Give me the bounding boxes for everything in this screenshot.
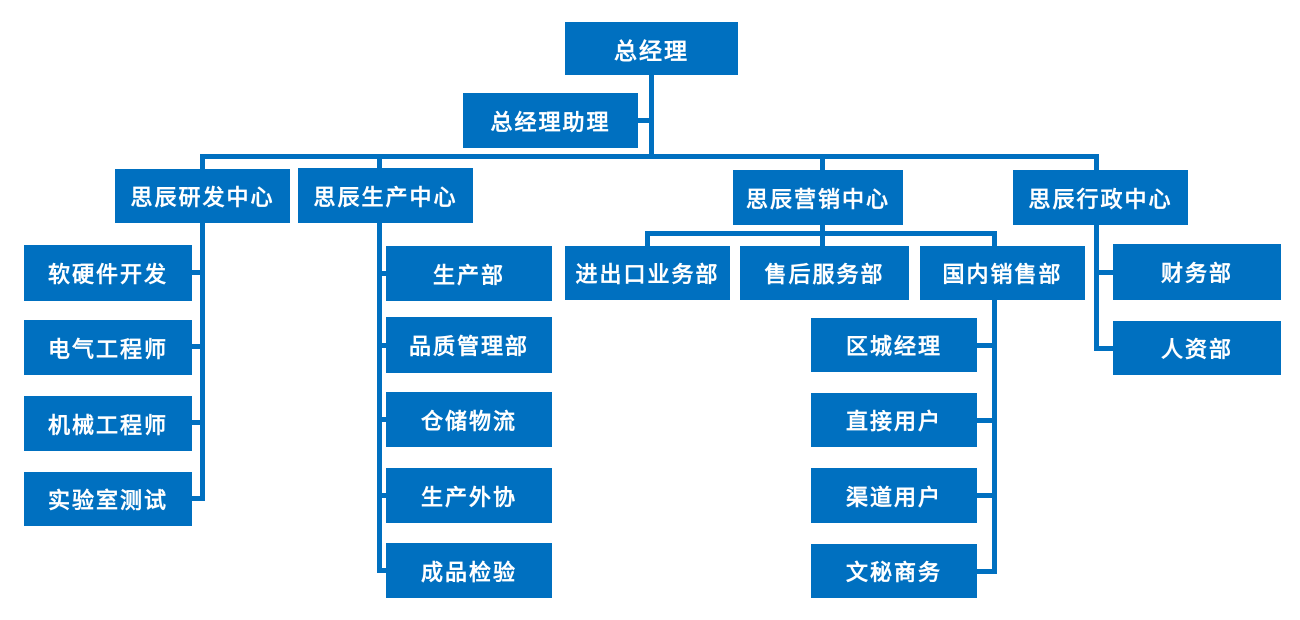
connector-prod-vertical (377, 223, 382, 573)
node-gm-assistant: 总经理助理 (463, 93, 638, 148)
connector-rd-stub-1 (192, 270, 205, 275)
node-finished-goods-inspection: 成品检验 (386, 543, 552, 598)
node-import-export-dept: 进出口业务部 (565, 246, 730, 300)
node-quality-mgmt-dept: 品质管理部 (386, 317, 552, 373)
connector-rd-stub-3 (192, 420, 205, 425)
connector-drop-mkt (820, 159, 825, 171)
node-finance-dept: 财务部 (1113, 244, 1281, 300)
connector-prod-stub-2 (377, 343, 391, 348)
node-mechanical-engineer: 机械工程师 (24, 396, 192, 451)
connector-domestic-stub-1 (977, 343, 997, 348)
connector-drop-impexp (645, 231, 650, 246)
node-channel-users: 渠道用户 (811, 468, 977, 523)
connector-rd-vertical (200, 223, 205, 501)
node-production-outsourcing: 生产外协 (386, 468, 552, 523)
connector-drop-admin (1094, 159, 1099, 171)
node-warehouse-logistics: 仓储物流 (386, 392, 552, 447)
connector-prod-stub-1 (377, 271, 391, 276)
node-mkt-center: 思辰营销中心 (733, 170, 903, 225)
connector-mkt-vertical (820, 225, 825, 233)
node-general-manager: 总经理 (565, 22, 738, 75)
connector-rd-stub-4 (192, 496, 205, 501)
connector-prod-stub-5 (377, 568, 391, 573)
connector-prod-stub-3 (377, 417, 391, 422)
connector-rd-stub-2 (192, 344, 205, 349)
connector-drop-prod (377, 159, 382, 169)
node-production-dept: 生产部 (386, 246, 552, 301)
connector-admin-vertical (1094, 225, 1099, 351)
connector-domestic-vertical (992, 300, 997, 574)
node-software-hardware-dev: 软硬件开发 (24, 245, 192, 301)
connector-gm-vertical (649, 75, 654, 159)
connector-admin-stub-2 (1094, 346, 1118, 351)
node-domestic-sales-dept: 国内销售部 (920, 246, 1085, 300)
connector-drop-aftersales (820, 236, 825, 246)
connector-assistant-stub (638, 118, 654, 123)
connector-admin-stub-1 (1094, 270, 1118, 275)
node-admin-center: 思辰行政中心 (1013, 170, 1188, 225)
node-electrical-engineer: 电气工程师 (24, 320, 192, 375)
connector-drop-rd (200, 159, 205, 170)
connector-domestic-stub-2 (977, 418, 997, 423)
connector-main-horizontal (200, 154, 1099, 159)
node-secretary-business: 文秘商务 (811, 544, 977, 598)
connector-mkt-horizontal (645, 231, 997, 236)
node-hr-dept: 人资部 (1113, 321, 1281, 375)
connector-domestic-stub-3 (977, 493, 997, 498)
node-lab-testing: 实验室测试 (24, 472, 192, 526)
node-prod-center: 思辰生产中心 (298, 168, 473, 223)
node-direct-users: 直接用户 (811, 393, 977, 447)
node-regional-manager: 区城经理 (811, 318, 977, 372)
connector-prod-stub-4 (377, 493, 391, 498)
connector-drop-domestic (992, 231, 997, 246)
node-rd-center: 思辰研发中心 (115, 169, 290, 223)
connector-domestic-stub-4 (977, 569, 997, 574)
node-after-sales-dept: 售后服务部 (740, 246, 909, 300)
